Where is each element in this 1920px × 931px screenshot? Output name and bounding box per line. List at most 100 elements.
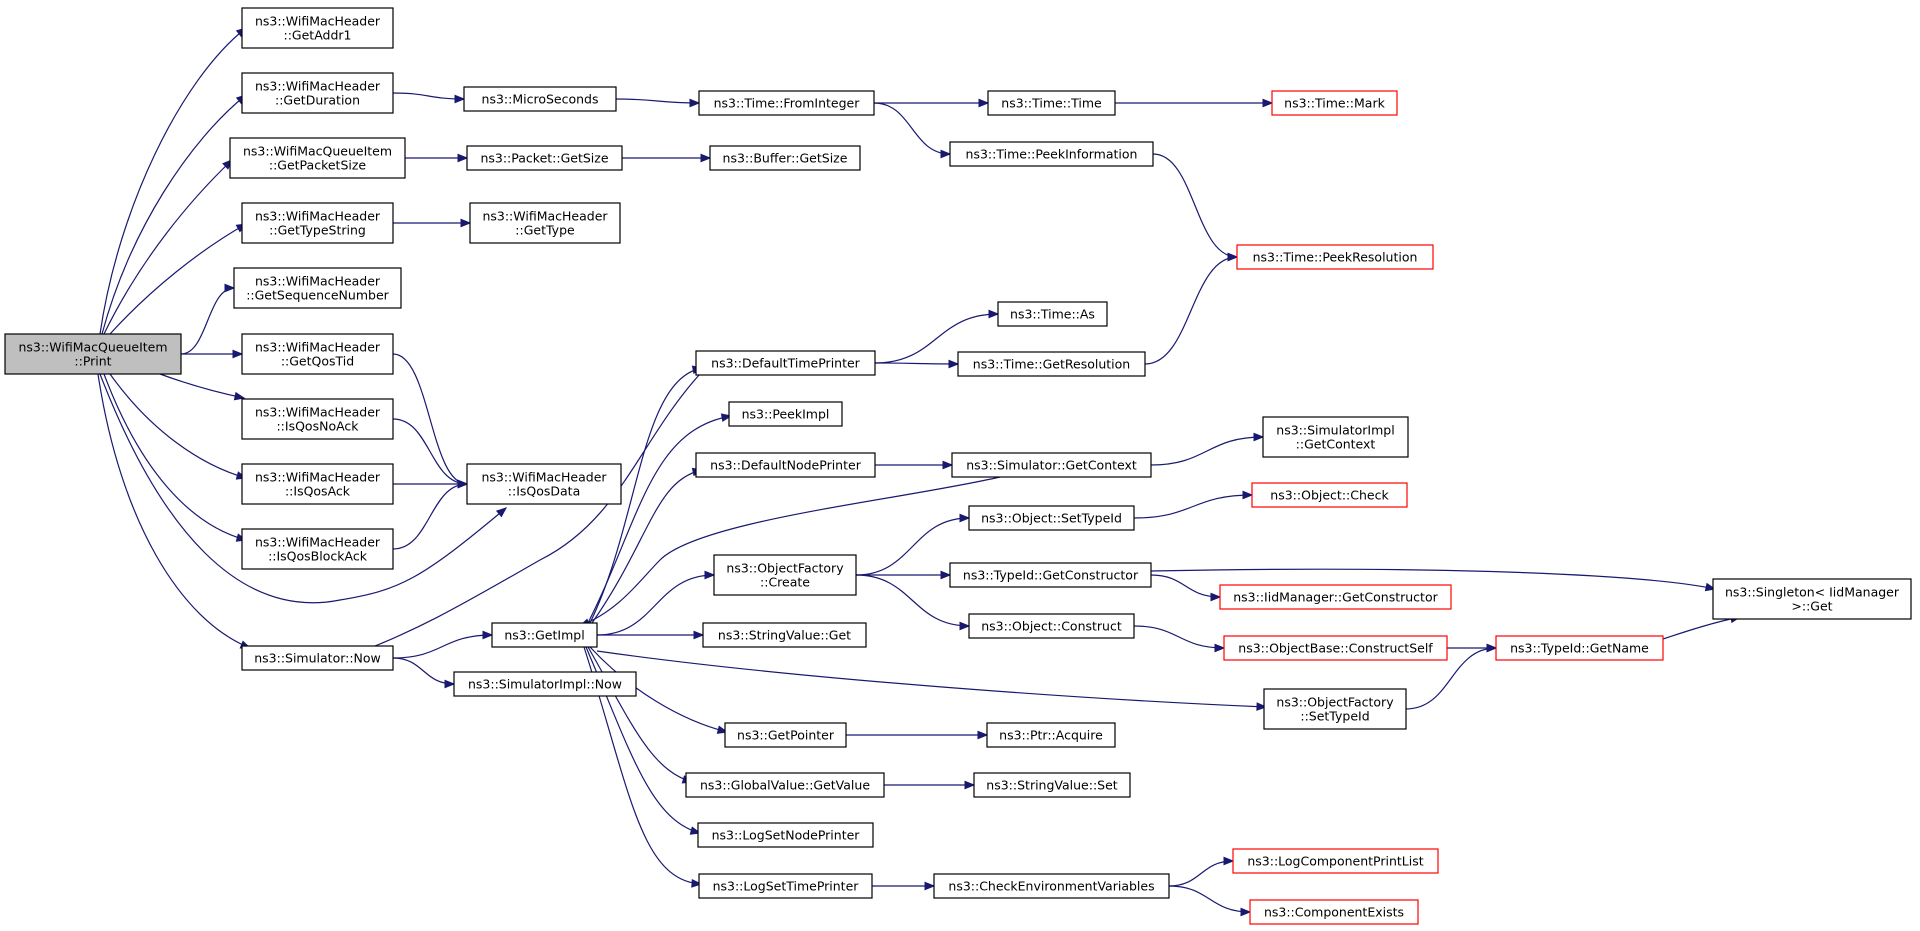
function-node-timeGetResolution[interactable]: ns3::Time::GetResolution [957, 351, 1146, 377]
function-node-stringValueSet[interactable]: ns3::StringValue::Set [973, 772, 1131, 798]
node-label: ns3::GetPointer [737, 728, 835, 743]
function-node-timeMark[interactable]: ns3::Time::Mark [1271, 90, 1398, 116]
function-node-stringValueGet[interactable]: ns3::StringValue::Get [702, 622, 867, 648]
function-node-getAddr1[interactable]: ns3::WifiMacHeader::GetAddr1 [241, 7, 394, 49]
arrowhead [460, 218, 472, 228]
function-node-timeAs[interactable]: ns3::Time::As [997, 301, 1108, 327]
arrowhead [1227, 252, 1239, 262]
function-node-simImplGetContext[interactable]: ns3::SimulatorImpl::GetContext [1262, 416, 1409, 458]
node-box [491, 622, 598, 648]
node-box [1263, 688, 1407, 730]
function-node-timeTime[interactable]: ns3::Time::Time [987, 90, 1116, 116]
function-node-typeIdGetConstructor[interactable]: ns3::TypeId::GetConstructor [949, 562, 1152, 588]
node-label: ::GetTypeString [269, 223, 366, 238]
function-node-getImpl[interactable]: ns3::GetImpl [491, 622, 598, 648]
call-edge-objConstruct-to-objBaseConstructSelf [1133, 625, 1226, 653]
function-node-singletonGet[interactable]: ns3::Singleton< IidManager>::Get [1712, 578, 1912, 620]
function-node-peekResolution[interactable]: ns3::Time::PeekResolution [1236, 244, 1434, 270]
function-node-microSeconds[interactable]: ns3::MicroSeconds [463, 86, 617, 112]
node-box [233, 267, 402, 309]
node-label: ::GetAddr1 [284, 28, 352, 43]
arrowhead [964, 780, 976, 790]
function-node-isQosAck[interactable]: ns3::WifiMacHeader::IsQosAck [241, 463, 394, 505]
node-label: ::IsQosData [508, 484, 580, 499]
call-edge-simNow-to-simImplNow [392, 657, 456, 689]
node-label: ns3::SimulatorImpl [1276, 423, 1394, 438]
function-node-objFactoryCreate[interactable]: ns3::ObjectFactory::Create [713, 554, 857, 596]
call-edge-fromInteger-to-peekInformation [873, 102, 952, 159]
node-label: ::GetType [515, 223, 575, 238]
call-edge-root-to-getAddr1 [99, 27, 248, 335]
arrowhead [689, 98, 701, 108]
node-box [957, 351, 1146, 377]
call-edge-fromInteger-to-timeTime [874, 98, 990, 108]
function-node-peekImpl[interactable]: ns3::PeekImpl [728, 401, 843, 427]
node-label: ns3::WifiMacHeader [255, 274, 381, 289]
function-node-logComponentPrintList[interactable]: ns3::LogComponentPrintList [1232, 848, 1439, 874]
function-node-getQosTid[interactable]: ns3::WifiMacHeader::GetQosTid [241, 333, 394, 375]
function-node-getDuration[interactable]: ns3::WifiMacHeader::GetDuration [241, 72, 394, 114]
call-edge-simGetContext-to-simImplGetContext [1150, 432, 1265, 466]
function-node-iidGetConstructor[interactable]: ns3::IidManager::GetConstructor [1219, 584, 1452, 610]
node-label: ns3::GetImpl [504, 628, 584, 643]
node-box [241, 72, 394, 114]
function-node-simNow[interactable]: ns3::Simulator::Now [241, 645, 394, 671]
arrowhead [959, 513, 971, 523]
arrowhead [457, 153, 469, 163]
function-node-simGetContext[interactable]: ns3::Simulator::GetContext [951, 452, 1152, 478]
function-node-root[interactable]: ns3::WifiMacQueueItem::Print [4, 333, 182, 375]
function-node-getPointer[interactable]: ns3::GetPointer [724, 722, 847, 748]
node-label: ::SetTypeId [1300, 709, 1369, 724]
function-node-simImplNow[interactable]: ns3::SimulatorImpl::Now [453, 671, 637, 697]
node-box [697, 822, 874, 848]
function-node-packetGetSize[interactable]: ns3::Packet::GetSize [466, 145, 623, 171]
node-label: ns3::LogSetNodePrinter [712, 828, 861, 843]
arrowhead [1210, 592, 1222, 602]
node-box [728, 401, 843, 427]
node-label: ns3::TypeId::GetName [1510, 641, 1649, 656]
function-node-getTypeString[interactable]: ns3::WifiMacHeader::GetTypeString [241, 202, 394, 244]
function-node-getPacketSize[interactable]: ns3::WifiMacQueueItem::GetPacketSize [229, 137, 406, 179]
call-edge-defaultNodePrinter-to-simGetContext [875, 460, 954, 470]
function-node-logSetTimePrinter[interactable]: ns3::LogSetTimePrinter [698, 873, 873, 899]
function-node-checkEnvVars[interactable]: ns3::CheckEnvironmentVariables [933, 873, 1170, 899]
node-label: ns3::Object::Check [1270, 488, 1389, 503]
function-node-getSeqNum[interactable]: ns3::WifiMacHeader::GetSequenceNumber [233, 267, 402, 309]
node-box [949, 562, 1152, 588]
function-node-globalValueGetValue[interactable]: ns3::GlobalValue::GetValue [685, 772, 885, 798]
function-node-ptrAcquire[interactable]: ns3::Ptr::Acquire [986, 722, 1116, 748]
node-label: ns3::Simulator::Now [254, 651, 381, 666]
function-node-objBaseConstructSelf[interactable]: ns3::ObjectBase::ConstructSelf [1223, 635, 1448, 661]
function-node-typeIdGetName[interactable]: ns3::TypeId::GetName [1495, 635, 1664, 661]
node-label: ns3::Time::FromInteger [714, 96, 861, 111]
function-node-defaultTimePrinter[interactable]: ns3::DefaultTimePrinter [695, 350, 876, 376]
node-box [1249, 899, 1419, 925]
function-node-bufferGetSize[interactable]: ns3::Buffer::GetSize [709, 145, 861, 171]
function-node-objectCheck[interactable]: ns3::Object::Check [1251, 482, 1408, 508]
node-label: ns3::WifiMacHeader [481, 470, 607, 485]
function-node-objConstruct[interactable]: ns3::Object::Construct [968, 613, 1135, 639]
function-node-peekInformation[interactable]: ns3::Time::PeekInformation [949, 141, 1154, 167]
node-box [469, 202, 621, 244]
function-node-objFactorySetTypeId[interactable]: ns3::ObjectFactory::SetTypeId [1263, 688, 1407, 730]
function-node-isQosData[interactable]: ns3::WifiMacHeader::IsQosData [466, 463, 622, 505]
node-label: ns3::GlobalValue::GetValue [700, 778, 870, 793]
node-label: ns3::Time::Mark [1284, 96, 1385, 111]
function-node-objSetTypeId[interactable]: ns3::Object::SetTypeId [968, 505, 1135, 531]
call-edge-defaultTimePrinter-to-timeAs [874, 309, 1000, 364]
node-label: ns3::StringValue::Get [718, 628, 851, 643]
function-node-defaultNodePrinter[interactable]: ns3::DefaultNodePrinter [695, 452, 876, 478]
node-box [1712, 578, 1912, 620]
function-node-logSetNodePrinter[interactable]: ns3::LogSetNodePrinter [697, 822, 874, 848]
node-label: ns3::WifiMacHeader [255, 535, 381, 550]
function-node-isQosBlockAck[interactable]: ns3::WifiMacHeader::IsQosBlockAck [241, 528, 394, 570]
node-label: ns3::Time::Time [1001, 96, 1102, 111]
function-node-componentExists[interactable]: ns3::ComponentExists [1249, 899, 1419, 925]
call-edge-checkEnvVars-to-logComponentPrintList [1168, 856, 1235, 887]
arrowhead [1240, 907, 1252, 917]
function-node-isQosNoAck[interactable]: ns3::WifiMacHeader::IsQosNoAck [241, 398, 394, 440]
node-box [1251, 482, 1408, 508]
function-node-fromInteger[interactable]: ns3::Time::FromInteger [698, 90, 875, 116]
arrowhead [704, 570, 716, 580]
function-node-getType[interactable]: ns3::WifiMacHeader::GetType [469, 202, 621, 244]
